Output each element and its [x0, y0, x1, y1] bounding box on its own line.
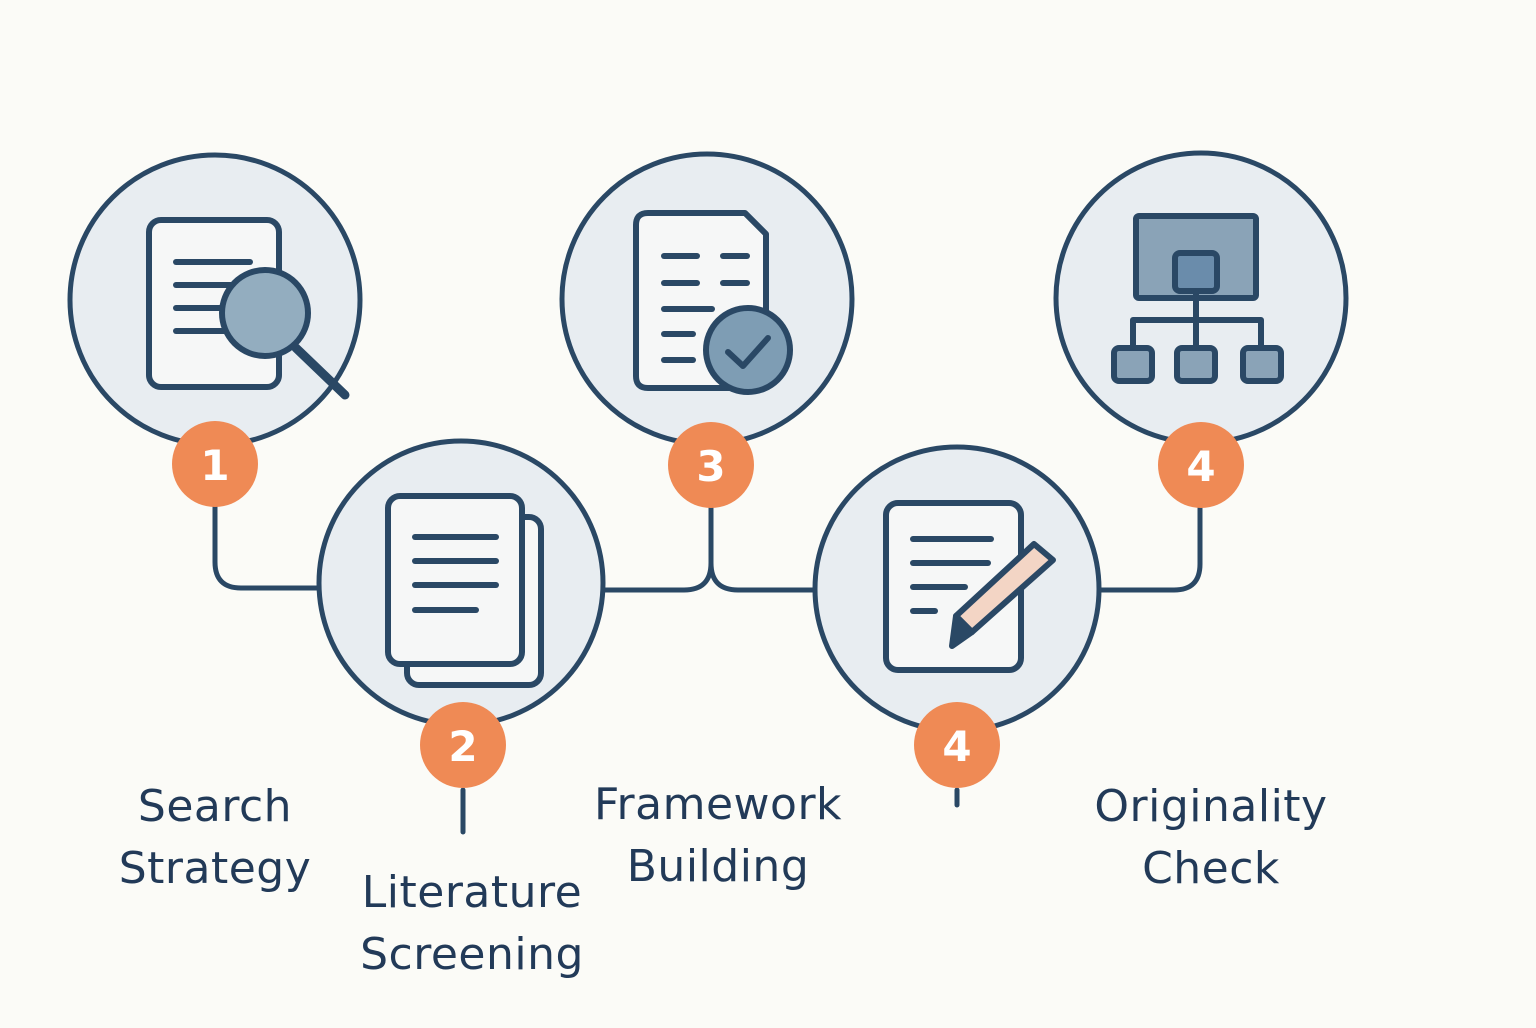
step-5-label: Originality Check [1051, 776, 1371, 900]
step-2-node [316, 438, 606, 728]
step-1-node [67, 152, 363, 448]
connector-2-3 [600, 502, 714, 593]
connectors [212, 502, 1203, 835]
step-2-label-line-1: Literature [361, 867, 583, 918]
step-3-node [559, 151, 855, 447]
step-5-badge: 4 [1158, 422, 1244, 508]
document-edit-icon [883, 500, 1056, 673]
connector-3-4 [708, 502, 818, 593]
step-1-label-line-2: Strategy [118, 843, 312, 894]
document-search-icon [146, 217, 350, 400]
step-3-badge: 3 [668, 422, 754, 508]
step-2-label-line-2: Screening [360, 929, 584, 980]
step-3-label-line-1: Framework [593, 779, 843, 830]
connector-4-5 [1098, 502, 1203, 593]
step-badges: 1 2 3 4 4 [172, 421, 1244, 788]
step-3-label-line-2: Building [626, 841, 810, 892]
stacked-documents-icon [385, 493, 544, 688]
step-4-number: 4 [942, 722, 971, 771]
connector-1-2 [212, 502, 321, 591]
step-2-label: Literature Screening [312, 862, 632, 986]
step-2-badge: 2 [420, 702, 506, 788]
step-4-node [812, 444, 1102, 734]
step-1-number: 1 [200, 441, 229, 490]
step-3-label: Framework Building [558, 774, 878, 898]
document-check-icon [633, 210, 793, 395]
step-5-number: 4 [1186, 442, 1215, 491]
step-2-number: 2 [448, 722, 477, 771]
step-1-badge: 1 [172, 421, 258, 507]
step-5-node [1053, 150, 1349, 446]
step-5-label-line-1: Originality [1094, 781, 1328, 832]
step-4-badge: 4 [914, 702, 1000, 788]
hierarchy-icon [1111, 213, 1284, 384]
step-3-number: 3 [696, 442, 725, 491]
step-5-label-line-2: Check [1142, 843, 1280, 894]
step-1-label-line-1: Search [137, 781, 293, 832]
step-1-label: Search Strategy [55, 776, 375, 900]
